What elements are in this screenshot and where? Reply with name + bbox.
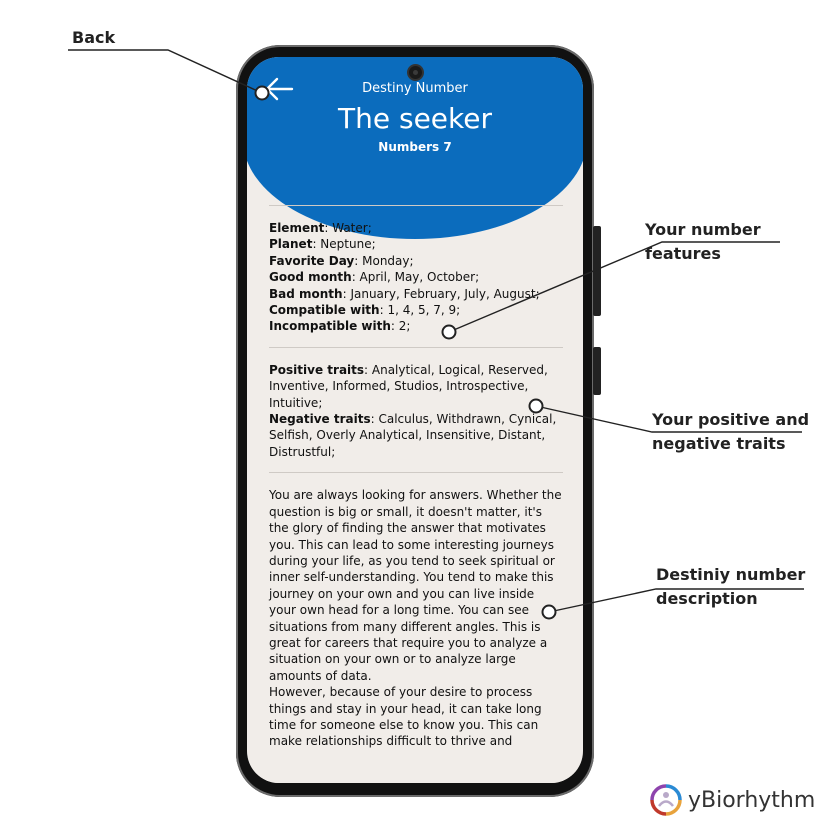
header-subtitle: Destiny Number bbox=[362, 81, 468, 96]
number-label: Numbers 7 bbox=[378, 140, 452, 154]
header-banner bbox=[247, 57, 583, 239]
positive-traits: Positive traits: Analytical, Logical, Re… bbox=[269, 362, 548, 410]
volume-button bbox=[593, 226, 601, 316]
divider bbox=[269, 346, 563, 348]
callout-back: Back bbox=[72, 28, 116, 47]
callout-features: Your number features bbox=[645, 220, 761, 263]
feature-good-month: Good month: April, May, October; bbox=[269, 270, 480, 285]
divider bbox=[269, 205, 563, 206]
scroll-fade bbox=[247, 749, 583, 783]
biorhythm-logo-icon bbox=[650, 784, 682, 816]
feature-planet: Planet: Neptune; bbox=[269, 237, 376, 252]
app-screen: Destiny Number The seeker Numbers 7 Elem… bbox=[247, 57, 583, 783]
feature-bad-month: Bad month: January, February, July, Augu… bbox=[269, 286, 540, 301]
feature-element: Element: Water; bbox=[269, 221, 372, 235]
feature-incompatible: Incompatible with: 2; bbox=[269, 319, 411, 334]
traits-section: Positive traits: Analytical, Logical, Re… bbox=[269, 348, 563, 472]
features-section: Element: Water; Planet: Neptune; Favorit… bbox=[269, 206, 563, 347]
brand-logo: yBiorhythm bbox=[648, 783, 815, 817]
callout-marker bbox=[528, 398, 544, 414]
feature-favorite-day: Favorite Day: Monday; bbox=[269, 253, 414, 268]
description-paragraph: However, because of your desire to proce… bbox=[269, 685, 542, 749]
callout-marker bbox=[441, 324, 457, 340]
divider bbox=[269, 472, 563, 474]
brand-name: yBiorhythm bbox=[688, 787, 816, 813]
camera-icon bbox=[409, 66, 422, 79]
description-section: You are always looking for answers. Whet… bbox=[269, 473, 563, 750]
negative-traits: Negative traits: Calculus, Withdrawn, Cy… bbox=[269, 412, 557, 459]
power-button bbox=[593, 347, 601, 395]
content-area: Element: Water; Planet: Neptune; Favorit… bbox=[269, 205, 563, 750]
callout-marker bbox=[254, 85, 270, 101]
feature-compatible: Compatible with: 1, 4, 5, 7, 9; bbox=[269, 303, 461, 318]
callout-marker bbox=[541, 604, 557, 620]
callout-traits: Your positive and negative traits bbox=[652, 410, 810, 453]
description-paragraph: You are always looking for answers. Whet… bbox=[269, 488, 562, 683]
callout-description: Destiniy number description bbox=[656, 565, 806, 608]
page-title: The seeker bbox=[338, 102, 492, 135]
